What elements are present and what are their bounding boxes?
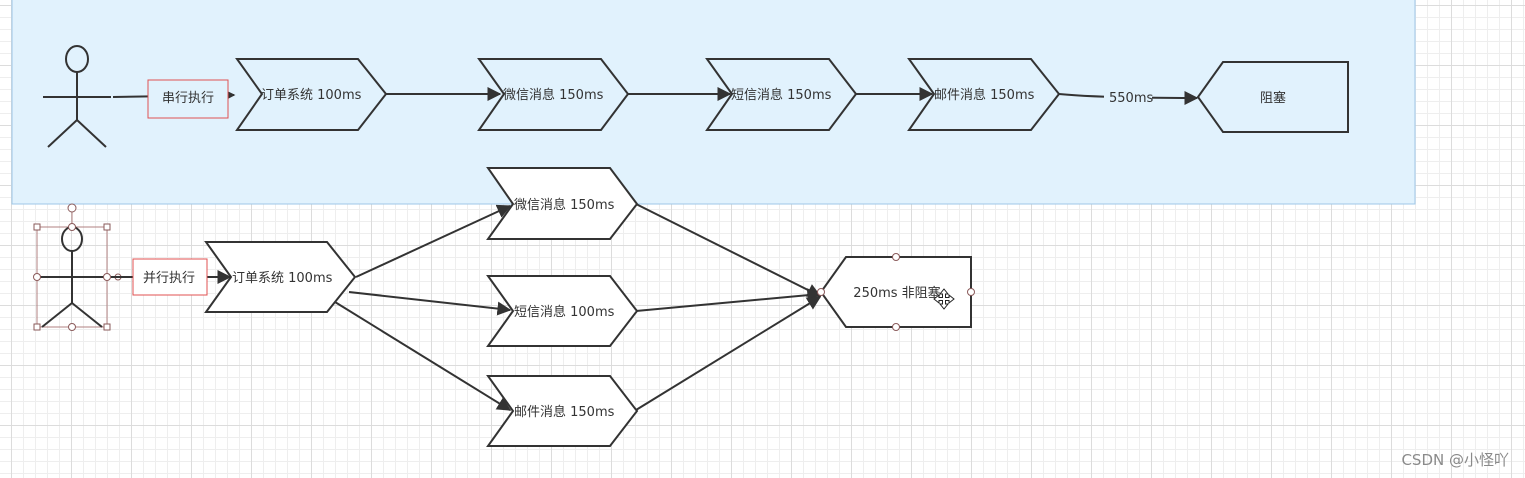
parallel-step-sms[interactable]: 短信消息 100ms (486, 275, 639, 347)
parallel-result-nonblocking[interactable]: 250ms 非阻塞 (819, 256, 972, 328)
serial-label-highlight (147, 79, 229, 119)
serial-step-sms[interactable]: 短信消息 150ms (705, 58, 858, 131)
edge-parallel-mail-result[interactable] (635, 296, 822, 411)
move-cursor-icon (933, 288, 955, 310)
serial-step-order-label: 订单系统 100ms (261, 88, 362, 103)
parallel-label-highlight (132, 258, 208, 296)
parallel-label-bg (133, 259, 207, 295)
parallel-step-mail-label: 邮件消息 150ms (514, 404, 615, 420)
edge-parallel-order-mail[interactable] (334, 301, 512, 411)
edge-parallel-order-wechat[interactable] (355, 204, 512, 278)
edge-parallel-order-sms[interactable] (348, 291, 512, 316)
serial-total-label-bg (1104, 88, 1152, 106)
parallel-step-wechat[interactable]: 微信消息 150ms (486, 167, 639, 240)
actor-icon-parallel[interactable] (40, 226, 104, 328)
serial-total-label[interactable]: 550ms (1109, 91, 1153, 106)
serial-step-mail[interactable]: 邮件消息 150ms (907, 58, 1061, 131)
serial-step-sms-label: 短信消息 150ms (731, 87, 832, 103)
serial-label[interactable]: 串行执行 (162, 91, 214, 106)
parallel-step-sms-label: 短信消息 100ms (514, 304, 615, 320)
serial-step-wechat-label: 微信消息 150ms (503, 87, 604, 103)
watermark: CSDN @小怪吖 (1401, 451, 1509, 469)
actor-selection-handles[interactable] (33, 203, 122, 331)
parallel-step-wechat-label: 微信消息 150ms (514, 197, 615, 213)
edge-parallel-sms-result[interactable] (635, 288, 822, 312)
parallel-step-order-label: 订单系统 100ms (232, 271, 333, 286)
parallel-step-order[interactable]: 订单系统 100ms (204, 241, 357, 313)
serial-label-bg (148, 80, 228, 118)
parallel-label[interactable]: 并行执行 (143, 271, 195, 286)
edge-parallel-wechat-result[interactable] (635, 203, 822, 297)
serial-result-blocking[interactable]: 阻塞 (1196, 61, 1349, 133)
serial-step-wechat[interactable]: 微信消息 150ms (477, 58, 630, 131)
serial-result-label: 阻塞 (1260, 90, 1286, 106)
actor-icon-serial[interactable] (43, 45, 111, 148)
serial-region[interactable] (11, 0, 1416, 205)
result-connection-points[interactable] (817, 253, 975, 331)
rotate-handle[interactable] (67, 203, 77, 213)
serial-step-mail-label: 邮件消息 150ms (934, 87, 1035, 103)
parallel-result-label: 250ms 非阻塞 (853, 285, 940, 301)
serial-step-order[interactable]: 订单系统 100ms (235, 58, 388, 131)
parallel-step-mail[interactable]: 邮件消息 150ms (486, 375, 639, 447)
